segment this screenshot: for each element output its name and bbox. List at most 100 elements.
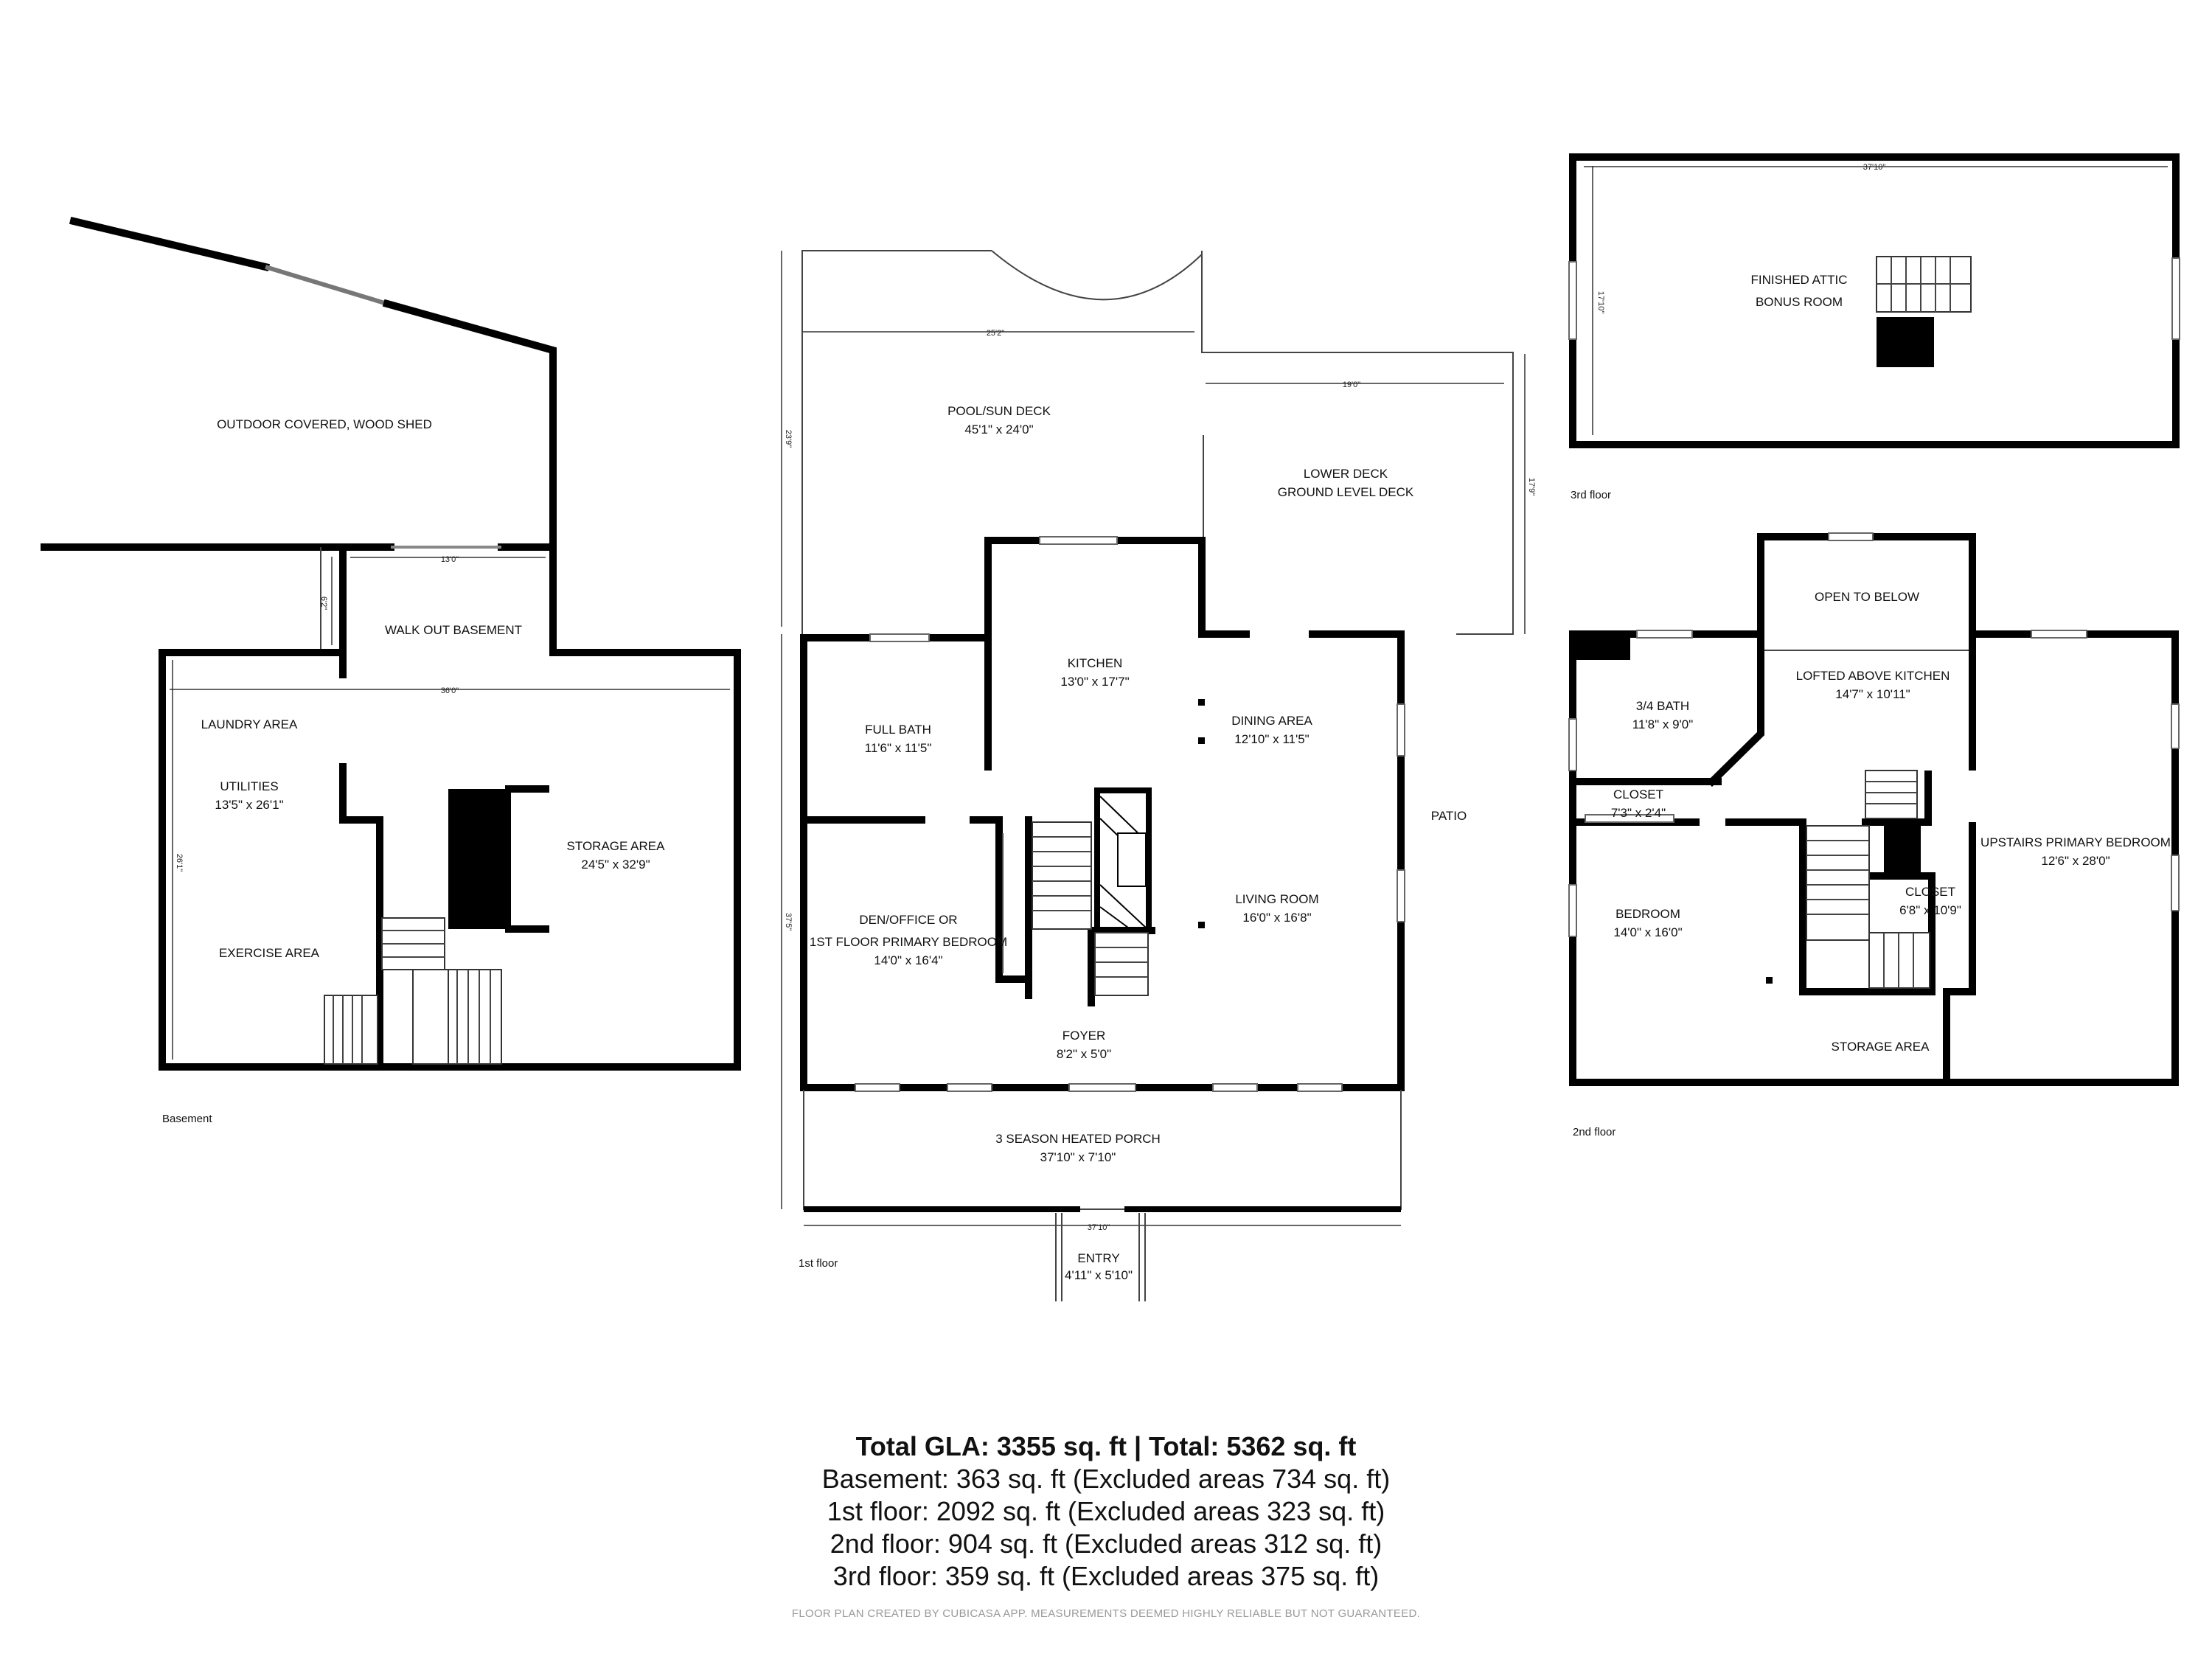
dim-26: 26'1" <box>175 854 184 872</box>
bath-block <box>1573 630 1630 660</box>
shed-outline <box>69 216 271 272</box>
bath-left-window <box>1568 718 1577 771</box>
storage-label: STORAGE AREA <box>567 839 666 853</box>
house-wall-right <box>800 630 1405 1091</box>
right-window-2 <box>1397 869 1405 922</box>
bath34-wall <box>1706 630 1764 787</box>
den-label-1: DEN/OFFICE OR <box>859 913 957 927</box>
pool-deck-outline-2 <box>1201 251 1514 635</box>
attic-stairs <box>1876 256 1972 313</box>
dim-attic-h: 17'10" <box>1596 291 1605 314</box>
second-floor-plan <box>1568 532 2180 1086</box>
basement-stairs <box>324 917 502 1065</box>
walkout-label: WALK OUT BASEMENT <box>385 623 522 637</box>
kitchen-dim: 13'0" x 17'7" <box>1060 675 1129 689</box>
primary-window-3 <box>2171 855 2180 911</box>
basement-plan <box>41 216 741 1071</box>
pool-deck-outline <box>801 250 992 634</box>
primary-up-dim: 12'6" x 28'0" <box>2041 854 2110 868</box>
first-floor-caption: 1st floor <box>799 1257 838 1270</box>
attic-window-right <box>2171 257 2180 340</box>
attic-label-1: FINISHED ATTIC <box>1751 273 1848 287</box>
porch-dim: 37'10" x 7'10" <box>1040 1150 1116 1164</box>
dim-375: 37'5" <box>784 913 793 931</box>
bath34-label: 3/4 BATH <box>1636 699 1689 713</box>
attic-stair-opening <box>1877 317 1934 367</box>
disclaimer-footer: FLOOR PLAN CREATED BY CUBICASA APP. MEAS… <box>791 1607 1421 1620</box>
total-gla: Total GLA: 3355 sq. ft | Total: 5362 sq.… <box>855 1431 1357 1461</box>
area-summary: Total GLA: 3355 sq. ft | Total: 5362 sq.… <box>664 1430 1548 1620</box>
den-label-2: 1ST FLOOR PRIMARY BEDROOM <box>810 935 1007 949</box>
kitchen-label: KITCHEN <box>1068 656 1123 670</box>
living-dim: 16'0" x 16'8" <box>1242 911 1311 925</box>
living-label: LIVING ROOM <box>1235 892 1318 906</box>
dim-attic-w: 37'10" <box>1863 163 1886 172</box>
dim-239: 23'9" <box>784 430 793 448</box>
bath-window-2 <box>1636 630 1693 639</box>
basement-area: Basement: 363 sq. ft (Excluded areas 734… <box>821 1464 1391 1494</box>
front-door <box>1068 1083 1136 1092</box>
second-floor-area: 2nd floor: 904 sq. ft (Excluded areas 31… <box>830 1528 1382 1559</box>
front-window-3 <box>1212 1083 1258 1092</box>
primary-window-1 <box>2031 630 2087 639</box>
den-right-wall <box>984 816 1029 983</box>
dim-36: 36'0" <box>441 686 459 695</box>
dim-6: 6'2" <box>319 597 328 610</box>
bedroom-window <box>1568 884 1577 937</box>
front-window-1 <box>855 1083 900 1092</box>
kitchen-window <box>1039 536 1118 545</box>
third-floor-plan <box>1568 153 2180 448</box>
outdoor-shed-label: OUTDOOR COVERED, WOOD SHED <box>217 417 432 431</box>
primary-left-wall <box>1943 822 1976 1086</box>
basement-outer-wall <box>159 649 741 1071</box>
dining-label: DINING AREA <box>1231 714 1312 728</box>
dim-252: 25'2" <box>987 329 1004 338</box>
dim-3710: 37'10" <box>1088 1223 1110 1232</box>
laundry-label: LAUNDRY AREA <box>201 717 298 731</box>
bedroom-dot <box>1766 977 1773 984</box>
front-window-2 <box>947 1083 992 1092</box>
full-bath-dim: 11'6" x 11'5" <box>865 741 932 755</box>
porch-label: 3 SEASON HEATED PORCH <box>995 1132 1161 1146</box>
entry-label: ENTRY <box>1077 1251 1119 1265</box>
attic-outline <box>1569 153 2180 448</box>
lofted-label: LOFTED ABOVE KITCHEN <box>1796 669 1950 683</box>
entry-dim: 4'11" x 5'10" <box>1065 1268 1133 1282</box>
house-wall-top-left <box>800 537 1250 1091</box>
den-dim: 14'0" x 16'4" <box>874 953 942 967</box>
living-dot <box>1198 922 1205 928</box>
dim-179: 17'9" <box>1527 478 1536 495</box>
foyer-label: FOYER <box>1062 1029 1106 1043</box>
second-floor-stairs <box>1806 770 1930 989</box>
primary-up-label: UPSTAIRS PRIMARY BEDROOM <box>1980 835 2171 849</box>
pool-deck-dim: 45'1" x 24'0" <box>964 422 1033 437</box>
patio-label: PATIO <box>1431 809 1467 823</box>
first-floor-area: 1st floor: 2092 sq. ft (Excluded areas 3… <box>827 1496 1385 1526</box>
attic-window-left <box>1568 261 1577 340</box>
lofted-dim: 14'7" x 10'11" <box>1835 687 1910 701</box>
second-floor-caption: 2nd floor <box>1573 1126 1615 1138</box>
bedroom-right-wall <box>1759 818 1932 995</box>
closet2-wall <box>1868 872 1935 995</box>
loft-window <box>1828 532 1874 541</box>
attic-label-2: BONUS ROOM <box>1756 295 1843 309</box>
chimney-block <box>448 789 511 929</box>
utilities-label: UTILITIES <box>220 779 278 793</box>
bath-window <box>869 633 930 642</box>
lower-deck-sub: GROUND LEVEL DECK <box>1278 485 1414 499</box>
fireplace-hearth <box>1117 832 1147 887</box>
primary-window-2 <box>2171 703 2180 749</box>
closet2-block <box>1884 822 1921 872</box>
basement-caption: Basement <box>162 1113 212 1125</box>
pool-deck-label: POOL/SUN DECK <box>947 404 1051 418</box>
pool-deck-arc <box>991 250 1203 301</box>
closet2-label: CLOSET <box>1905 885 1955 899</box>
bedroom-label: BEDROOM <box>1615 907 1680 921</box>
utility-partition-2 <box>339 763 383 1071</box>
third-floor-caption: 3rd floor <box>1571 489 1611 501</box>
first-floor-plan <box>781 250 1526 1301</box>
kitchen-dot-1 <box>1198 699 1205 706</box>
third-floor-area: 3rd floor: 359 sq. ft (Excluded areas 37… <box>832 1561 1380 1591</box>
shed-window-line <box>265 265 388 306</box>
